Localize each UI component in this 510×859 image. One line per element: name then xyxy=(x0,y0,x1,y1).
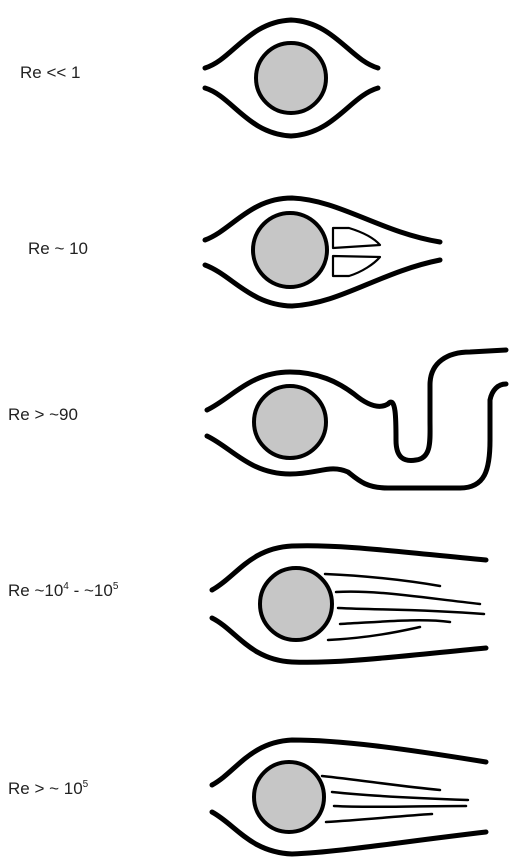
wake-line-2 xyxy=(332,792,468,800)
panel-vortex-street xyxy=(207,350,506,488)
panel-narrow-wake xyxy=(212,740,486,854)
streamline-lower xyxy=(212,812,486,854)
cylinder xyxy=(254,762,324,832)
wake-line-1 xyxy=(322,776,440,790)
cylinder xyxy=(253,213,327,287)
streamline-upper xyxy=(212,546,486,590)
wake-line-4 xyxy=(340,620,450,624)
wake-line-4 xyxy=(326,814,432,822)
wake-line-1 xyxy=(325,574,440,586)
cylinder xyxy=(260,568,332,640)
wake-line-3 xyxy=(334,806,466,807)
wake-line-5 xyxy=(328,627,420,640)
wake-line-2 xyxy=(336,592,480,604)
cylinder xyxy=(256,43,326,113)
eddy-upper xyxy=(333,228,380,248)
panel-attached-eddies xyxy=(205,198,440,306)
vortex-loop-lower xyxy=(388,440,490,488)
cylinder xyxy=(254,386,326,458)
panel-turbulent-wake xyxy=(212,546,486,663)
panel-creeping-flow xyxy=(205,20,378,136)
vortex-loop-inner xyxy=(490,384,506,440)
eddy-lower xyxy=(333,256,380,276)
wake-line-3 xyxy=(338,608,484,614)
